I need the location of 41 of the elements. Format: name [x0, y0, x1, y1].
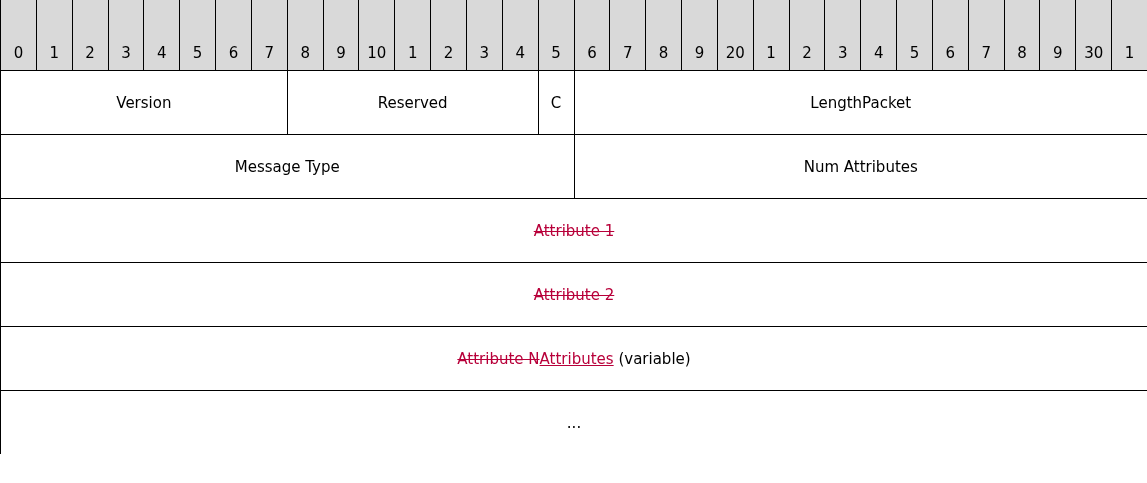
bit-number-header: 6 — [574, 0, 610, 71]
bit-number-header: 30 — [1075, 0, 1112, 71]
bit-number-header: 9 — [323, 0, 359, 71]
field-name: Reserved — [287, 70, 539, 135]
bit-number-header: 1 — [36, 0, 73, 71]
deleted-text: Attribute 1 — [533, 221, 615, 240]
field-name: (variable) — [618, 349, 691, 368]
field-name: Message Type — [0, 134, 574, 199]
field-name: C — [538, 70, 574, 135]
bit-number-header: 8 — [645, 0, 682, 71]
bit-number-header: 4 — [143, 0, 180, 71]
bit-number-header: 1 — [753, 0, 790, 71]
bit-number-header: 8 — [287, 0, 324, 71]
bit-number-header: 9 — [681, 0, 718, 71]
bit-number-header: 5 — [179, 0, 216, 71]
bit-number-header: 2 — [789, 0, 825, 71]
bit-number-header: 0 — [0, 0, 37, 71]
bit-number-header: 6 — [215, 0, 252, 71]
bit-number-header: 9 — [1039, 0, 1076, 71]
bit-number-header: 2 — [72, 0, 109, 71]
deleted-text: Attribute 2 — [533, 285, 615, 304]
bit-number-header: 1 — [394, 0, 431, 71]
bit-number-header: 3 — [824, 0, 861, 71]
field-name: Version — [0, 70, 288, 135]
bit-number-header: 10 — [358, 0, 395, 71]
bit-number-header: 2 — [430, 0, 467, 71]
bit-number-header: 5 — [538, 0, 574, 71]
bit-number-header: 7 — [609, 0, 646, 71]
deleted-text: Attribute N — [457, 349, 540, 368]
bit-number-header: 20 — [717, 0, 754, 71]
inserted-text: Attributes — [539, 349, 614, 368]
bit-number-header: 3 — [466, 0, 503, 71]
bit-number-header: 3 — [108, 0, 144, 71]
bit-number-header: 4 — [860, 0, 897, 71]
bit-number-header: 7 — [968, 0, 1005, 71]
bit-number-header: 5 — [896, 0, 933, 71]
bit-number-header: 8 — [1004, 0, 1040, 71]
bit-number-header: 4 — [502, 0, 539, 71]
bit-number-header: 6 — [932, 0, 969, 71]
bit-number-header: 7 — [251, 0, 288, 71]
bit-number-header: 1 — [1111, 0, 1147, 71]
